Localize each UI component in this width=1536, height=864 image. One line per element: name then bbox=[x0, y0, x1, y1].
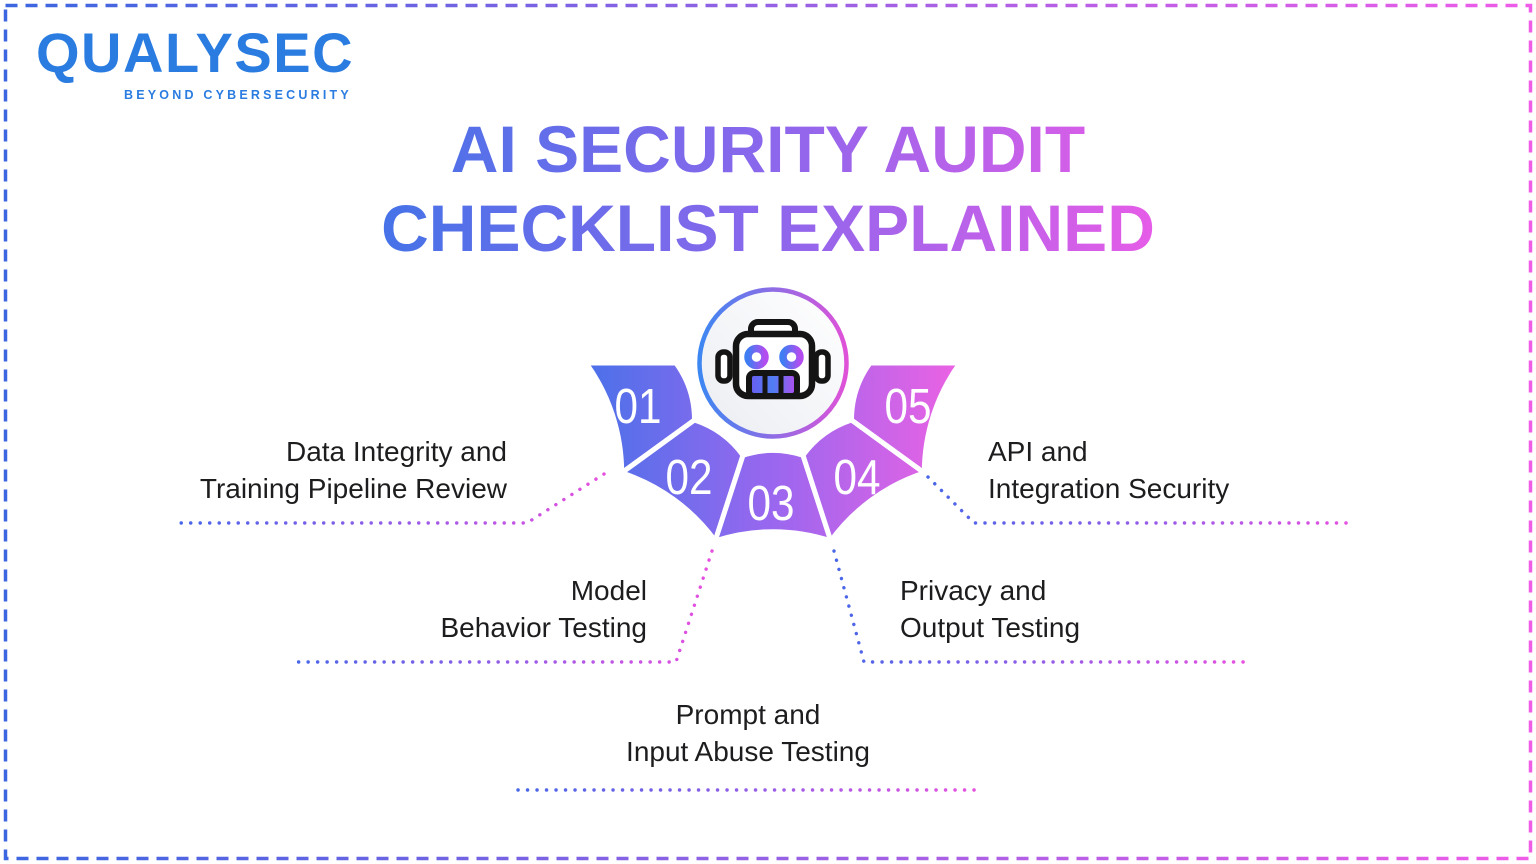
item-5-label: API and Integration Security bbox=[988, 433, 1388, 507]
page-border bbox=[3, 3, 1533, 861]
connector-5 bbox=[926, 475, 1357, 525]
item-1-label-line-2: Training Pipeline Review bbox=[199, 473, 507, 504]
title-line-1: AI SECURITY AUDIT bbox=[450, 112, 1086, 186]
item-4-label-line-1: Privacy and bbox=[900, 575, 1047, 606]
item-3-label-line-1: Prompt and bbox=[675, 699, 821, 730]
segment-number-01: 01 bbox=[615, 380, 662, 434]
item-4-label-line-2: Output Testing bbox=[900, 612, 1081, 643]
item-5-label-line-2: Integration Security bbox=[988, 473, 1230, 504]
robot-ear-left bbox=[715, 349, 733, 384]
segment-number-03: 03 bbox=[748, 477, 795, 531]
item-4-label: Privacy and Output Testing bbox=[900, 572, 1280, 646]
robot-eye-left bbox=[744, 344, 769, 370]
logo-brand: QUALYSEC bbox=[36, 21, 355, 84]
connector-2 bbox=[291, 549, 714, 664]
item-1-label-line-1: Data Integrity and bbox=[285, 436, 507, 467]
robot-ear-right bbox=[813, 349, 831, 384]
item-2-label-line-2: Behavior Testing bbox=[440, 612, 648, 643]
segment-number-05: 05 bbox=[885, 380, 932, 434]
connector-4 bbox=[832, 549, 1247, 664]
logo: QUALYSEC BEYOND CYBERSECURITY bbox=[36, 21, 355, 102]
connectors bbox=[175, 472, 1357, 792]
robot-mouth bbox=[746, 370, 800, 399]
item-5-label-line-1: API and bbox=[988, 436, 1088, 467]
item-2-label: Model Behavior Testing bbox=[297, 572, 648, 646]
logo-tagline: BEYOND CYBERSECURITY bbox=[124, 87, 352, 102]
robot-icon bbox=[715, 319, 831, 400]
page-title: AI SECURITY AUDIT CHECKLIST EXPLAINED bbox=[318, 110, 1218, 268]
item-3-label-line-2: Input Abuse Testing bbox=[626, 736, 870, 767]
item-1-label: Data Integrity and Training Pipeline Rev… bbox=[135, 433, 507, 507]
fan-segment-05 bbox=[848, 360, 965, 478]
segment-number-04: 04 bbox=[834, 451, 881, 505]
segment-number-02: 02 bbox=[666, 451, 713, 505]
item-3-label: Prompt and Input Abuse Testing bbox=[498, 696, 998, 770]
title-line-2: CHECKLIST EXPLAINED bbox=[381, 191, 1155, 266]
item-2-label-line-1: Model bbox=[570, 575, 647, 606]
connector-1 bbox=[175, 472, 606, 525]
fan-chart bbox=[581, 360, 965, 547]
robot-eye-right bbox=[779, 344, 804, 370]
fan-numbers: 01 02 03 04 05 bbox=[615, 380, 932, 531]
